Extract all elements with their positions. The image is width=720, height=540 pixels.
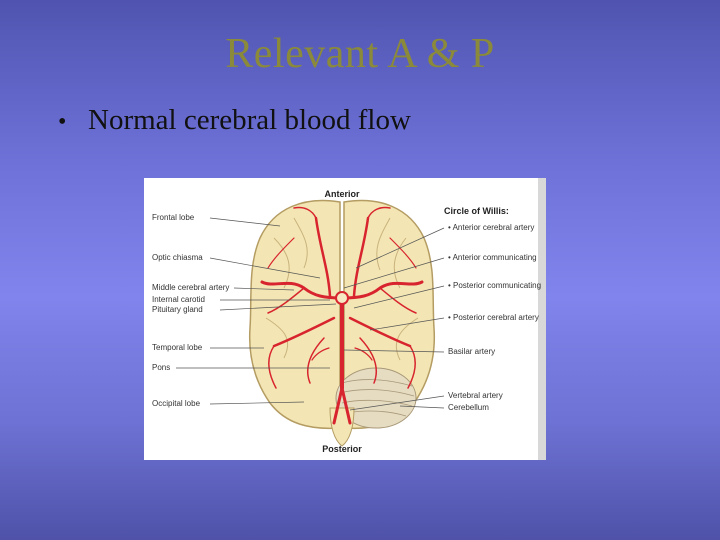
bullet-text: Normal cerebral blood flow	[88, 104, 411, 136]
label-posterior: Posterior	[322, 444, 362, 454]
right-leader-lines	[343, 227, 445, 411]
legend-title: Circle of Willis:	[444, 206, 509, 216]
label-occipital-lobe: Occipital lobe	[152, 399, 201, 408]
label-cerebellum: Cerebellum	[448, 403, 489, 412]
label-optic-chiasma: Optic chiasma	[152, 253, 203, 262]
brain-diagram: Anterior Posterior Frontal lobe Optic ch…	[144, 178, 546, 460]
label-pons: Pons	[152, 363, 170, 372]
scan-edge	[538, 178, 546, 460]
label-anterior: Anterior	[324, 189, 360, 199]
label-temporal-lobe: Temporal lobe	[152, 343, 203, 352]
label-internal-carotid: Internal carotid	[152, 295, 205, 304]
label-anterior-communicating: • Anterior communicating	[448, 253, 537, 262]
slide-title: Relevant A & P	[225, 31, 495, 77]
arteries	[260, 206, 424, 425]
label-anterior-cerebral: • Anterior cerebral artery	[448, 223, 534, 232]
label-frontal-lobe: Frontal lobe	[152, 213, 195, 222]
bullet-item: • Normal cerebral blood flow	[58, 104, 411, 137]
left-labels: Frontal lobe Optic chiasma Middle cerebr…	[152, 213, 229, 408]
label-posterior-communicating: • Posterior communicating	[448, 281, 541, 290]
label-posterior-cerebral: • Posterior cerebral artery	[448, 313, 539, 322]
bullet-marker: •	[58, 109, 67, 135]
brain-illustration: Anterior Posterior Frontal lobe Optic ch…	[152, 178, 546, 460]
label-basilar-artery: Basilar artery	[448, 347, 495, 356]
label-middle-cerebral: Middle cerebral artery	[152, 283, 229, 292]
pituitary-marker	[335, 291, 349, 305]
right-labels: • Anterior cerebral artery • Anterior co…	[448, 223, 541, 412]
label-vertebral-artery: Vertebral artery	[448, 391, 503, 400]
brainstem-shape	[329, 407, 355, 447]
label-pituitary: Pituitary gland	[152, 305, 203, 314]
left-leader-lines	[176, 217, 337, 405]
